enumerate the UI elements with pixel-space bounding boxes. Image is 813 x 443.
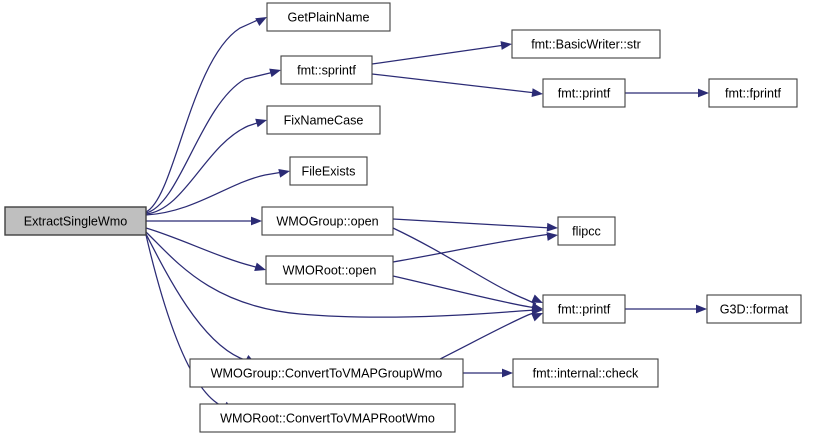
node-flipcc[interactable]: flipcc [557, 216, 616, 246]
arrowhead-flipcc_from_group [546, 222, 558, 232]
arrowhead-fmt_printf_top [531, 88, 543, 98]
arrowhead-fmt_internal_check [502, 368, 513, 378]
arrowhead-get_plain_name [255, 17, 267, 27]
node-box-fmt_printf_top[interactable] [542, 78, 626, 108]
node-box-fmt_fprintf[interactable] [708, 78, 798, 108]
node-wmoroot_open[interactable]: WMORoot::open [265, 255, 394, 285]
node-box-extract_single_wmo[interactable] [4, 206, 147, 236]
edge-fmt_sprintf-to-fmt_printf_top [371, 73, 537, 94]
edge-fmt_sprintf-to-basicwriter_str [371, 44, 506, 65]
node-get_plain_name[interactable]: GetPlainName [266, 2, 391, 32]
edge-extract_single_wmo-to-get_plain_name [145, 18, 261, 213]
edge-extract_single_wmo-to-fmt_printf_mid [145, 231, 537, 318]
node-box-g3d_format[interactable] [706, 294, 802, 324]
arrowhead-basicwriter_str [500, 41, 512, 50]
node-fmt_fprintf[interactable]: fmt::fprintf [708, 78, 798, 108]
node-fmt_printf_mid[interactable]: fmt::printf [542, 294, 626, 324]
node-box-fix_name_case[interactable] [266, 105, 381, 135]
node-extract_single_wmo[interactable]: ExtractSingleWmo [4, 206, 147, 236]
edge-wmoroot_open-to-flipcc [392, 233, 552, 263]
node-wmogroup_open[interactable]: WMOGroup::open [261, 206, 394, 236]
node-fmt_printf_top[interactable]: fmt::printf [542, 78, 626, 108]
node-label-g3d_format: G3D::format [720, 302, 789, 316]
arrowhead-g3d_format [696, 304, 707, 314]
arrowhead-fmt_fprintf [698, 88, 709, 98]
node-fmt_sprintf[interactable]: fmt::sprintf [280, 55, 373, 85]
node-label-fmt_printf_top: fmt::printf [558, 86, 611, 100]
edge-wmogroup_convert-to-fmt_printf_mid [439, 311, 537, 360]
arrowhead-flipcc_from_root [546, 232, 558, 241]
node-box-wmogroup_convert[interactable] [189, 358, 464, 388]
node-box-fmt_printf_mid[interactable] [542, 294, 626, 324]
arrowhead-fmt_sprintf [269, 68, 281, 78]
node-wmoroot_convert[interactable]: WMORoot::ConvertToVMAPRootWmo [199, 403, 456, 433]
node-label-fix_name_case: FixNameCase [284, 113, 364, 127]
edges-layer [145, 18, 702, 410]
node-fmt_internal_check[interactable]: fmt::internal::check [512, 358, 659, 388]
node-box-get_plain_name[interactable] [266, 2, 391, 32]
edge-extract_single_wmo-to-wmoroot_open [145, 227, 260, 269]
node-label-wmogroup_convert: WMOGroup::ConvertToVMAPGroupWmo [211, 366, 443, 380]
edge-wmoroot_open-to-fmt_printf_mid [392, 275, 537, 309]
arrowhead-wmoroot_open [254, 262, 266, 271]
arrowhead-file_exists [278, 168, 290, 178]
node-label-fmt_sprintf: fmt::sprintf [297, 63, 356, 77]
node-box-wmoroot_convert[interactable] [199, 403, 456, 433]
edge-extract_single_wmo-to-fmt_sprintf [145, 71, 275, 214]
node-g3d_format[interactable]: G3D::format [706, 294, 802, 324]
node-label-fmt_printf_mid: fmt::printf [558, 302, 611, 316]
node-label-file_exists: FileExists [302, 164, 356, 178]
node-box-flipcc[interactable] [557, 216, 616, 246]
node-basicwriter_str[interactable]: fmt::BasicWriter::str [511, 29, 661, 59]
arrowhead-printf_mid_from_root_open [531, 302, 543, 312]
node-label-get_plain_name: GetPlainName [288, 10, 370, 24]
node-label-wmogroup_open: WMOGroup::open [276, 214, 378, 228]
node-label-fmt_fprintf: fmt::fprintf [725, 86, 781, 100]
arrowhead-printf_mid_from_convert [531, 313, 543, 322]
node-file_exists[interactable]: FileExists [289, 156, 368, 186]
edge-wmogroup_open-to-fmt_printf_mid [392, 227, 537, 305]
node-label-basicwriter_str: fmt::BasicWriter::str [531, 37, 641, 51]
node-box-file_exists[interactable] [289, 156, 368, 186]
node-wmogroup_convert[interactable]: WMOGroup::ConvertToVMAPGroupWmo [189, 358, 464, 388]
edge-extract_single_wmo-to-wmogroup_convert [145, 233, 251, 363]
node-fix_name_case[interactable]: FixNameCase [266, 105, 381, 135]
edge-extract_single_wmo-to-fix_name_case [145, 121, 261, 215]
edge-extract_single_wmo-to-wmoroot_convert [145, 234, 229, 410]
node-box-fmt_sprintf[interactable] [280, 55, 373, 85]
node-label-wmoroot_convert: WMORoot::ConvertToVMAPRootWmo [220, 411, 435, 425]
node-box-basicwriter_str[interactable] [511, 29, 661, 59]
node-label-fmt_internal_check: fmt::internal::check [533, 366, 639, 380]
node-label-extract_single_wmo: ExtractSingleWmo [24, 214, 128, 228]
node-box-wmoroot_open[interactable] [265, 255, 394, 285]
nodes-layer: ExtractSingleWmo GetPlainNamefmt::sprintf… [4, 2, 802, 433]
arrowhead-wmogroup_open [251, 216, 262, 226]
edge-extract_single_wmo-to-file_exists [145, 171, 284, 216]
arrowhead-printf_mid_from_group_open [531, 294, 543, 303]
node-label-flipcc: flipcc [572, 224, 601, 238]
node-box-fmt_internal_check[interactable] [512, 358, 659, 388]
edge-wmogroup_open-to-flipcc [392, 218, 552, 229]
node-box-wmogroup_open[interactable] [261, 206, 394, 236]
arrowhead-fix_name_case [255, 118, 267, 128]
node-label-wmoroot_open: WMORoot::open [283, 263, 377, 277]
